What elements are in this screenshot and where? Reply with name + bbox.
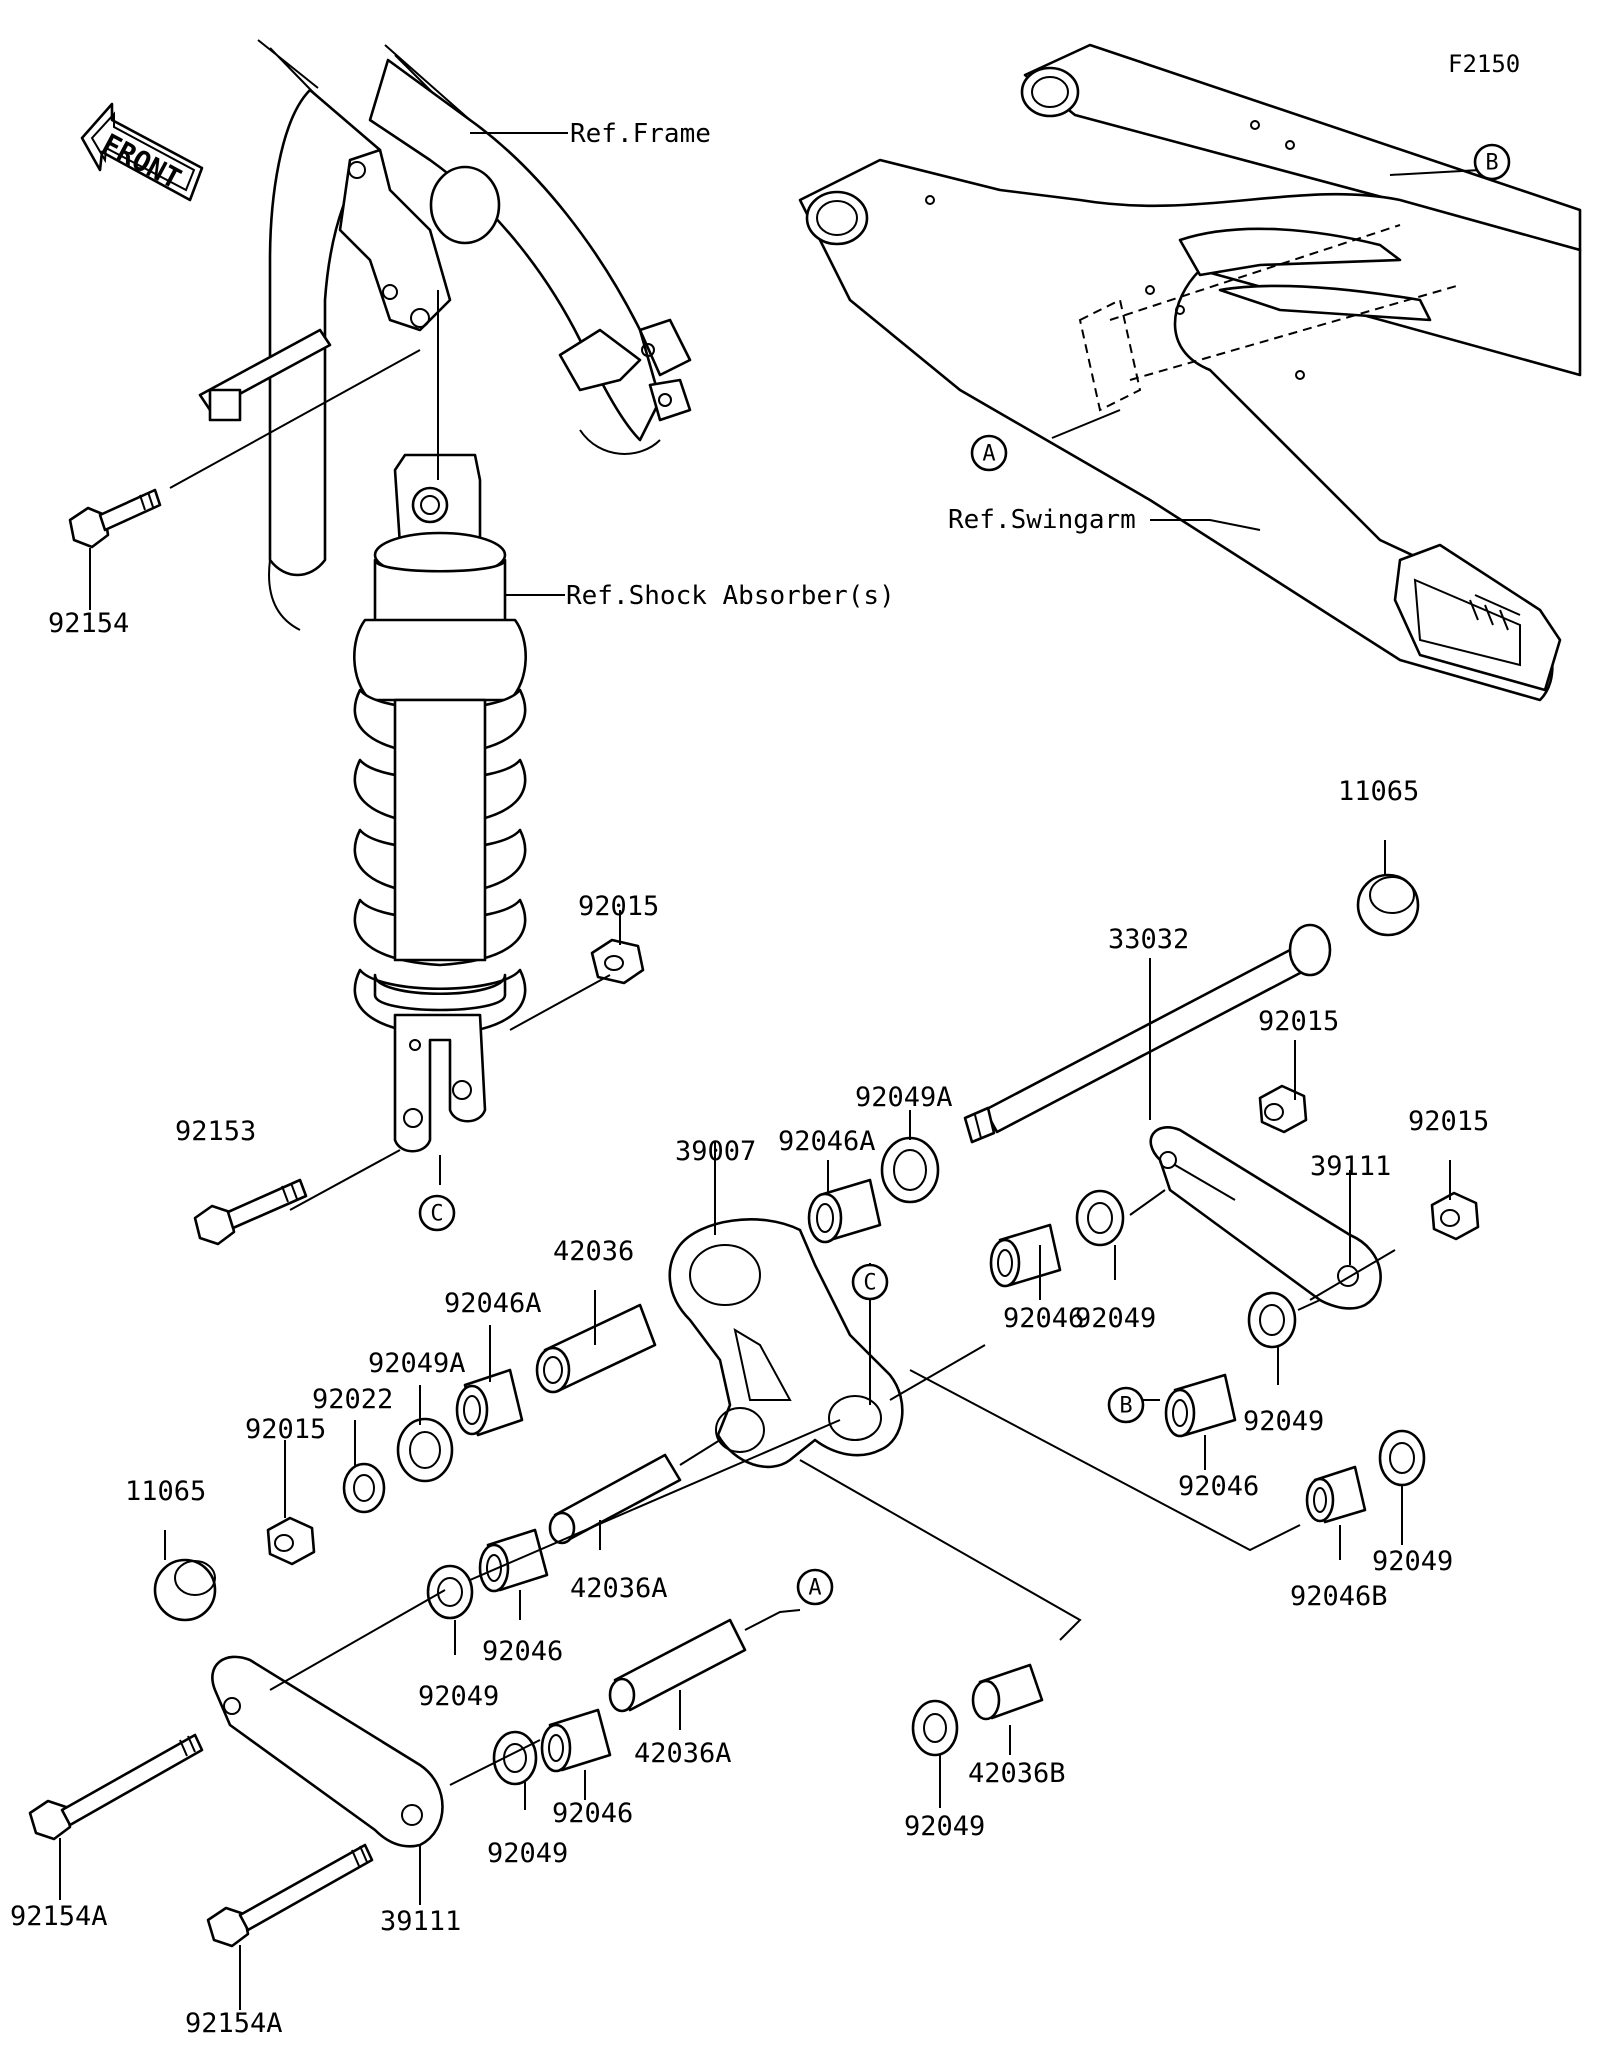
part-label-92049A-left: 92049A <box>368 1348 466 1379</box>
part-label-42036B: 42036B <box>968 1758 1066 1789</box>
part-label-92022: 92022 <box>312 1384 393 1415</box>
bushing-42036 <box>535 1303 657 1394</box>
part-label-92015-left: 92015 <box>245 1414 326 1445</box>
callout-b-top: B <box>1473 143 1511 181</box>
part-label-11065-left: 11065 <box>125 1476 206 1507</box>
svg-text:C: C <box>863 1271 876 1296</box>
svg-text:B: B <box>1119 1394 1132 1419</box>
seal-92049-c <box>1378 1429 1426 1487</box>
ref-frame-label: Ref.Frame <box>570 119 711 149</box>
cap-11065-left <box>153 1558 217 1622</box>
part-label-92154A-a: 92154A <box>10 1901 108 1932</box>
axle-33032 <box>963 923 1332 1144</box>
svg-text:A: A <box>808 1576 821 1601</box>
figure-code: F2150 <box>1448 50 1520 78</box>
bolt-92153 <box>193 1178 308 1246</box>
seal-92049-a <box>1075 1189 1125 1247</box>
link-plate-39111-left <box>211 1655 444 1848</box>
nut-92015-right <box>1430 1191 1480 1241</box>
part-label-92015-mid: 92015 <box>1258 1006 1339 1037</box>
bearing-92046B <box>1305 1465 1367 1524</box>
seal-92049-e <box>492 1730 538 1786</box>
part-label-92015-shock: 92015 <box>578 891 659 922</box>
bushing-42036A-a <box>548 1453 682 1545</box>
bushing-42036A-b <box>608 1618 747 1713</box>
part-label-92046-a: 92046 <box>1003 1303 1084 1334</box>
bolt-92154A-a <box>28 1733 204 1841</box>
part-label-33032: 33032 <box>1108 924 1189 955</box>
ref-shock-label: Ref.Shock Absorber(s) <box>566 581 895 611</box>
part-label-39111-right: 39111 <box>1310 1151 1391 1182</box>
part-label-92049-e: 92049 <box>487 1838 568 1869</box>
callout-b-bottom: B <box>1107 1386 1145 1424</box>
seal-92049-d <box>426 1564 474 1620</box>
washer-92022 <box>342 1462 386 1514</box>
bearing-92046-d <box>540 1708 612 1773</box>
part-label-92049-d: 92049 <box>418 1681 499 1712</box>
shock-absorber <box>353 453 527 1153</box>
svg-text:B: B <box>1485 151 1498 176</box>
seal-92049A-left <box>396 1417 454 1483</box>
bearing-92046A-left <box>455 1368 524 1437</box>
callout-c-shock: C <box>418 1194 456 1232</box>
part-label-92049-f: 92049 <box>904 1811 985 1842</box>
part-label-92046-c: 92046 <box>482 1636 563 1667</box>
seal-92049A-top <box>880 1136 940 1204</box>
bearing-92046A-top <box>807 1178 882 1244</box>
part-label-92046A-top: 92046A <box>778 1126 876 1157</box>
part-label-92154: 92154 <box>48 608 129 639</box>
nut-92015-left <box>266 1516 316 1566</box>
part-label-92049-a: 92049 <box>1075 1303 1156 1334</box>
link-plate-39111-right <box>1149 1126 1382 1310</box>
frame-drawing <box>198 39 692 631</box>
part-label-42036A-a: 42036A <box>570 1573 668 1604</box>
swingarm-drawing <box>798 43 1582 702</box>
seal-92049-b <box>1247 1291 1297 1349</box>
bearing-92046-a <box>989 1223 1062 1288</box>
part-label-92049A-top: 92049A <box>855 1082 953 1113</box>
leader-lines <box>59 132 1481 2010</box>
callout-a-bottom: A <box>796 1568 834 1606</box>
rocker-arm-39007 <box>668 1218 904 1469</box>
bushing-42036B <box>971 1663 1044 1721</box>
part-label-42036A-b: 42036A <box>634 1738 732 1769</box>
part-label-92046-d: 92046 <box>552 1798 633 1829</box>
part-label-92015-right: 92015 <box>1408 1106 1489 1137</box>
nut-92015-mid <box>1258 1084 1308 1134</box>
part-label-42036: 42036 <box>553 1236 634 1267</box>
callout-a-top: A <box>970 434 1008 472</box>
part-label-92049-c: 92049 <box>1372 1546 1453 1577</box>
callout-c-rocker: C <box>851 1263 889 1301</box>
front-arrow-icon: FRONT <box>80 102 204 202</box>
cap-11065-top <box>1356 873 1420 937</box>
part-label-39007: 39007 <box>675 1136 756 1167</box>
part-label-92153: 92153 <box>175 1116 256 1147</box>
part-label-92046-b: 92046 <box>1178 1471 1259 1502</box>
part-label-92154A-b: 92154A <box>185 2008 283 2039</box>
svg-text:A: A <box>982 442 995 467</box>
part-label-39111-left: 39111 <box>380 1906 461 1937</box>
bolt-92154A-b <box>206 1843 374 1948</box>
nut-92015-shock <box>590 938 645 985</box>
bearing-92046-b <box>1164 1373 1237 1438</box>
ref-swingarm-label: Ref.Swingarm <box>948 505 1136 535</box>
part-label-92049-b: 92049 <box>1243 1406 1324 1437</box>
part-label-92046B: 92046B <box>1290 1581 1388 1612</box>
bolt-92154 <box>68 488 162 549</box>
part-label-92046A-left: 92046A <box>444 1288 542 1319</box>
svg-text:C: C <box>430 1202 443 1227</box>
part-label-11065-top: 11065 <box>1338 776 1419 807</box>
seal-92049-f <box>911 1699 959 1757</box>
